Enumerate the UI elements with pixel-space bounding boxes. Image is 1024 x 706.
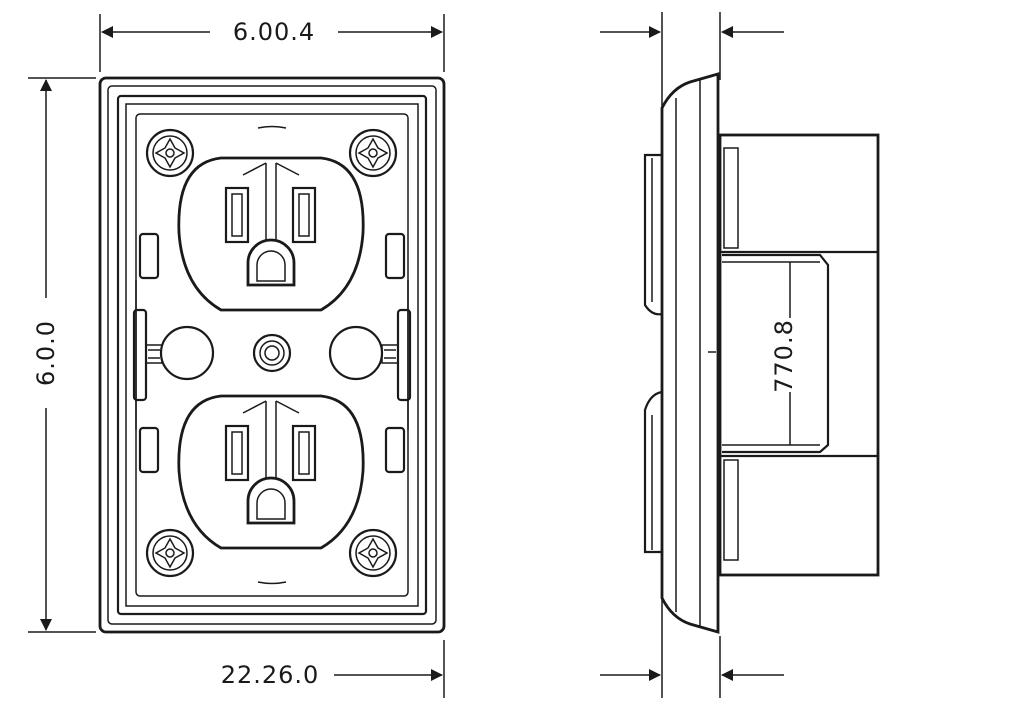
dimension-top-label: 6.00.4 <box>233 18 315 46</box>
dimension-left: 6.0.0 <box>28 77 96 633</box>
dimension-bottom-label: 22.26.0 <box>221 661 320 689</box>
front-view <box>98 76 446 634</box>
corner-screw-icon <box>348 128 398 178</box>
receptacle-body <box>718 133 880 577</box>
corner-screw-icon <box>145 528 195 578</box>
side-view: 770.8 <box>643 12 880 698</box>
dimension-top: 6.00.4 <box>99 14 445 72</box>
center-screw-icon <box>252 333 292 373</box>
lower-receptacle <box>177 394 365 550</box>
upper-receptacle <box>177 156 365 312</box>
side-tabs <box>138 232 406 474</box>
plate-profile <box>660 72 720 634</box>
dimension-bottom: 22.26.0 <box>221 640 445 698</box>
wall-plate-outline <box>98 76 446 634</box>
corner-screw-icon <box>348 528 398 578</box>
mounting-hole-left <box>159 325 215 381</box>
mounting-hole-right <box>328 325 384 381</box>
corner-screw-icon <box>145 128 195 178</box>
dimension-depth-label: 770.8 <box>770 319 798 393</box>
dimension-left-label: 6.0.0 <box>32 320 60 386</box>
side-clamps <box>132 280 412 430</box>
